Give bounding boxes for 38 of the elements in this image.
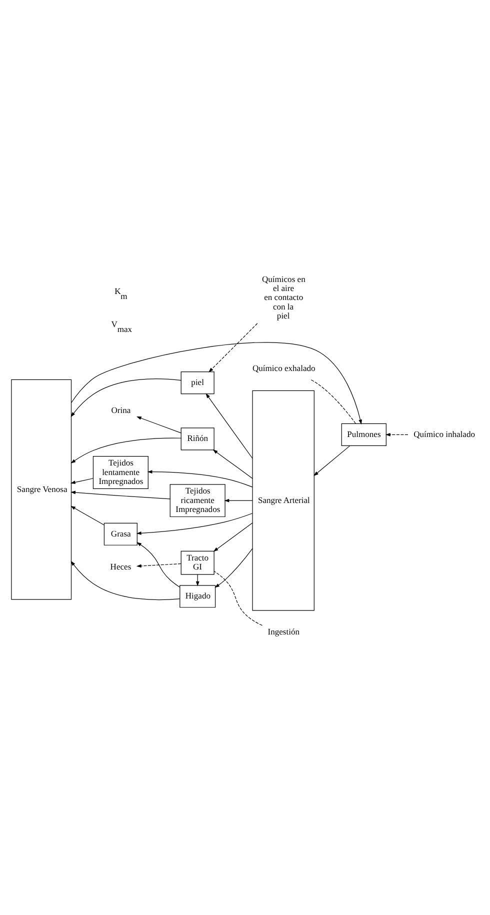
arrow (136, 416, 181, 433)
arrow (212, 449, 252, 478)
node-box: Tejidos lentamente Impregnados (92, 456, 148, 488)
arrow (70, 378, 181, 417)
arrow (208, 322, 258, 372)
node-box: Higado (179, 584, 216, 608)
arrow (224, 498, 252, 502)
connector (213, 570, 262, 626)
arrow (136, 512, 252, 534)
node-box: Sangre Arterial (252, 390, 314, 610)
node-text: Químico inhalado (413, 428, 475, 438)
arrow (70, 437, 181, 463)
arrow (70, 490, 170, 499)
node-box: piel (180, 370, 214, 394)
node-text: Ingestión (267, 626, 300, 636)
arrow (146, 470, 252, 487)
arrow (212, 522, 252, 552)
node-text: Químico exhalado (252, 362, 315, 372)
node-box: Tejidos ricamente Impregnados (169, 484, 225, 517)
node-text: Heces (110, 560, 131, 571)
connector (310, 379, 356, 424)
node-box: Grasa (103, 522, 137, 545)
arrow (70, 505, 104, 525)
node-box: Riñón (180, 427, 214, 450)
node-box: Tracto GI (180, 550, 214, 574)
arrow (70, 560, 180, 600)
arrow (205, 392, 252, 458)
node-text: Químicos en el aire en contacto con la piel (261, 273, 305, 320)
arrow (384, 432, 408, 436)
arrow (313, 444, 350, 476)
arrow (214, 548, 252, 588)
arrow (70, 478, 93, 484)
node-text: Orina (110, 404, 130, 415)
node-box: Pulmones (340, 422, 386, 446)
arrow (70, 342, 362, 424)
node-box: Sangre Venosa (10, 378, 72, 600)
arrow (136, 542, 180, 587)
arrow (136, 562, 181, 568)
